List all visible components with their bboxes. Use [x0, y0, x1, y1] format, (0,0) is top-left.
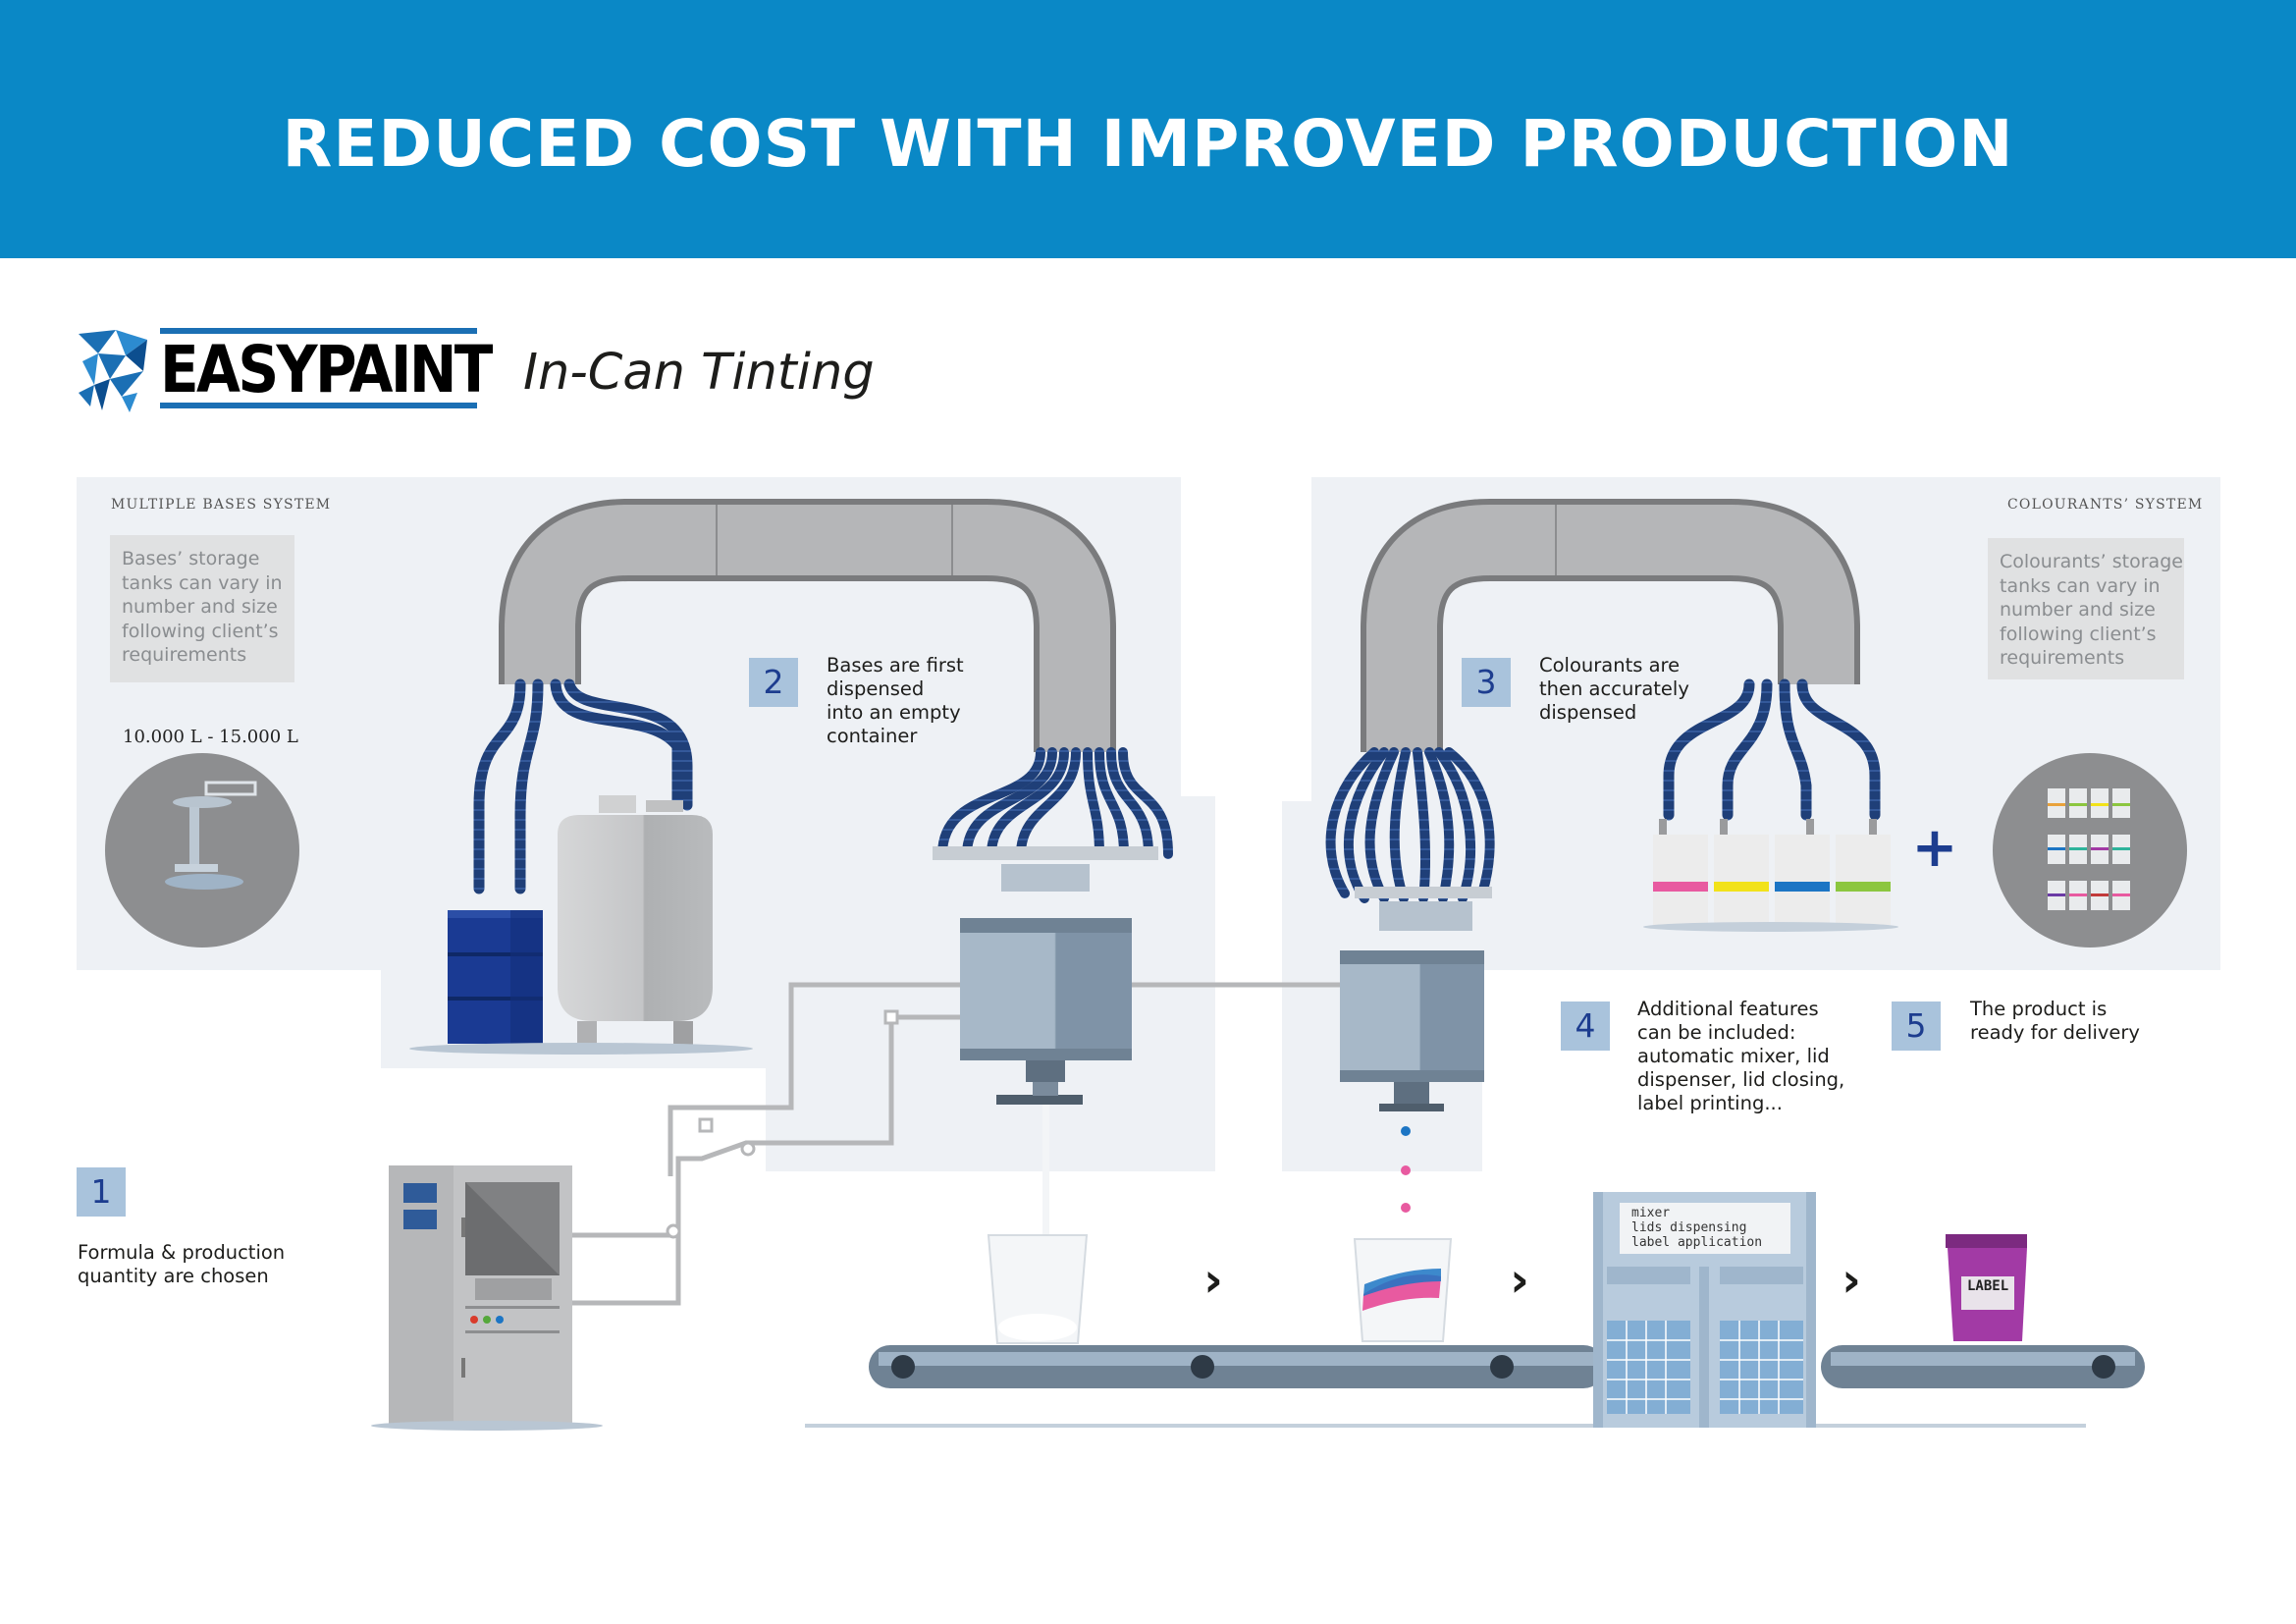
colourants-note-line: following client’s	[2000, 623, 2157, 645]
colourants-note-line: number and size	[2000, 599, 2156, 621]
conveyor-arrow: ›	[1510, 1253, 1529, 1308]
colourants-dispenser-hoses	[1325, 747, 1495, 903]
bases-system-label: MULTIPLE BASES SYSTEM	[111, 497, 332, 513]
step-4-text: Additional features can be included: aut…	[1637, 998, 1844, 1115]
empty-container	[987, 1105, 1089, 1344]
page-subtitle: In-Can Tinting	[523, 344, 875, 402]
step-4-line: automatic mixer, lid	[1637, 1045, 1830, 1067]
step-2-line: dispensed	[827, 677, 925, 700]
logo-bar-bottom	[160, 403, 477, 408]
bases-note-line: following client’s	[122, 620, 279, 642]
step-2-text: Bases are first dispensed into an empty …	[827, 654, 964, 748]
machine-panel-line: label application	[1631, 1235, 1763, 1250]
colourants-dispenser	[1340, 887, 1492, 1111]
plus-sign: +	[1912, 816, 1958, 880]
step-4-line: can be included:	[1637, 1021, 1796, 1044]
step-2-line: Bases are first	[827, 654, 964, 677]
conveyor-belt-main	[869, 1345, 1605, 1388]
step-2-line: into an empty	[827, 701, 961, 724]
step-2-line: container	[827, 725, 918, 747]
logo-bar-top	[160, 328, 477, 334]
tank-capacity: 10.000 L - 15.000 L	[123, 727, 298, 747]
colourants-note-line: Colourants’ storage	[2000, 551, 2183, 572]
bases-dispenser-hoses	[937, 747, 1173, 859]
step-4-line: Additional features	[1637, 998, 1819, 1020]
machine-panel-line: mixer	[1631, 1206, 1671, 1220]
step-5-text: The product is ready for delivery	[1970, 998, 2140, 1045]
step-5-line: The product is	[1970, 998, 2108, 1020]
step-4-line: label printing...	[1637, 1092, 1783, 1114]
blue-drum	[448, 910, 543, 1044]
bases-note-line: Bases’ storage	[122, 548, 260, 569]
step-1-line: Formula & production	[78, 1241, 286, 1264]
bases-note-line: tanks can vary in	[122, 571, 283, 594]
conveyor-arrow: ›	[1203, 1253, 1223, 1308]
conveyor-belt-end	[1821, 1345, 2145, 1388]
features-machine-panel: mixer lids dispensing label application	[1631, 1206, 1762, 1250]
colourants-note-line: requirements	[2000, 647, 2125, 669]
bases-note-line: requirements	[122, 644, 247, 666]
step-1-text: Formula & production quantity are chosen	[78, 1241, 285, 1288]
colourants-panel	[1282, 477, 2220, 1171]
product-label: LABEL	[1967, 1278, 2009, 1294]
colourants-note: Colourants’ storage tanks can vary in nu…	[1988, 538, 2184, 679]
bases-duct	[499, 499, 1116, 752]
step-4-badge: 4	[1561, 1001, 1610, 1051]
bases-note-line: number and size	[122, 596, 278, 618]
colourants-note-line: tanks can vary in	[2000, 574, 2161, 597]
step-3-badge: 3	[1462, 658, 1511, 707]
step-4-line: dispenser, lid closing,	[1637, 1068, 1845, 1091]
features-machine	[1593, 1192, 1816, 1428]
step-3-line: Colourants are	[1539, 654, 1681, 677]
tinted-container	[1353, 1126, 1453, 1342]
step-5-badge: 5	[1892, 1001, 1941, 1051]
storage-tank-icon	[105, 753, 299, 947]
grey-storage-tank	[558, 795, 713, 1049]
page-title: REDUCED COST WITH IMPROVED PRODUCTION	[282, 106, 2014, 182]
step-5-line: ready for delivery	[1970, 1021, 2140, 1044]
tanks-shadow	[409, 1043, 753, 1055]
bases-dispenser	[933, 846, 1158, 1105]
step-3-text: Colourants are then accurately dispensed	[1539, 654, 1689, 725]
colourants-duct	[1361, 499, 1860, 752]
colourant-cans-icon	[1993, 753, 2187, 947]
easypaint-logo-mark	[79, 330, 147, 412]
control-cabinet	[389, 1165, 572, 1424]
machine-panel-line: lids dispensing	[1631, 1220, 1747, 1235]
control-pipes	[572, 982, 1340, 1306]
colourants-system-label: COLOURANTS’ SYSTEM	[2007, 497, 2204, 513]
colourant-canister-hoses	[1663, 678, 1881, 821]
step-3-line: then accurately	[1539, 677, 1689, 700]
step-1-badge: 1	[77, 1167, 126, 1217]
step-2-badge: 2	[749, 658, 798, 707]
features-machine-grid	[1607, 1321, 1803, 1414]
colourant-canisters	[1643, 819, 1898, 932]
logo-wordmark: EASYPAINT	[160, 332, 493, 407]
bases-hoses	[473, 678, 693, 894]
step-1-line: quantity are chosen	[78, 1265, 269, 1287]
step-3-line: dispensed	[1539, 701, 1637, 724]
product-can	[1946, 1234, 2027, 1341]
header-banner: REDUCED COST WITH IMPROVED PRODUCTION	[0, 0, 2296, 258]
bases-note: Bases’ storage tanks can vary in number …	[110, 535, 294, 682]
conveyor-arrow: ›	[1842, 1253, 1861, 1308]
